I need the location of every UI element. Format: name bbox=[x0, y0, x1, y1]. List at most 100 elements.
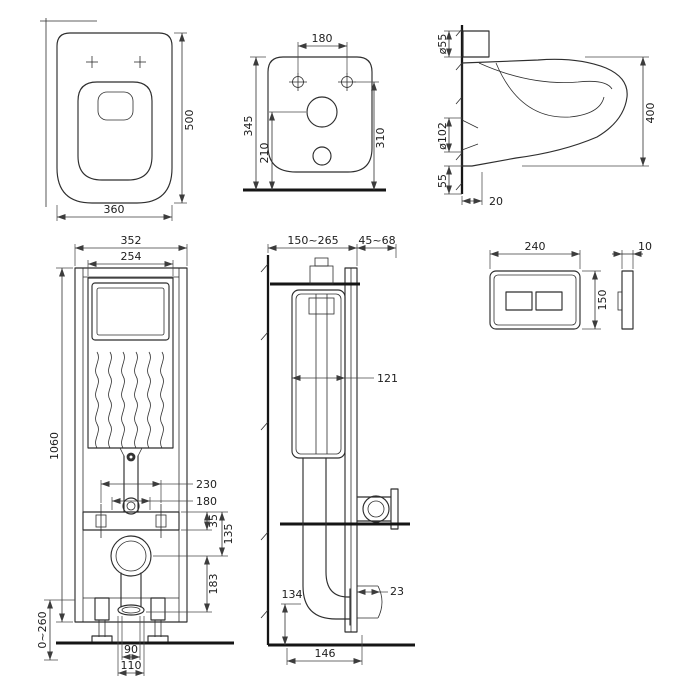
flush-plate-inner bbox=[493, 274, 577, 326]
outlet-connector bbox=[356, 488, 399, 530]
dim-outlet-height: 134 bbox=[281, 588, 303, 645]
foot-left bbox=[91, 597, 113, 644]
dim-label-hole-spacing: 180 bbox=[312, 32, 333, 45]
dim-rail-height: 35 bbox=[181, 511, 228, 531]
dim-label-rail-height: 35 bbox=[207, 514, 220, 528]
view-flush-plate: 240 150 10 bbox=[489, 240, 652, 330]
dim-label-plate-height: 150 bbox=[596, 290, 609, 311]
dim-drain-to-floor: 183 bbox=[146, 556, 220, 613]
dim-label-pipe-90: 90 bbox=[124, 643, 138, 656]
dim-inlet-dia: ø55 bbox=[436, 30, 462, 58]
dim-label-outlet-110: 110 bbox=[121, 659, 142, 672]
dim-base-depth: 146 bbox=[286, 635, 363, 665]
dim-label-clearance: 55 bbox=[436, 174, 449, 188]
dim-offset: 20 bbox=[461, 172, 503, 208]
dim-stub-23: 23 bbox=[357, 585, 404, 598]
dim-label-foot-range: 0~260 bbox=[36, 611, 49, 648]
flush-plate-side-view bbox=[617, 270, 634, 330]
threaded-rod-right bbox=[155, 504, 167, 538]
threaded-rod-left bbox=[95, 504, 107, 538]
fill-valve-fittings bbox=[309, 257, 334, 285]
fixing-hole-left bbox=[289, 73, 307, 91]
dim-label-back-total-height: 345 bbox=[242, 116, 255, 137]
fixing-hole-right bbox=[338, 73, 356, 91]
bowl-back-outline bbox=[267, 56, 373, 173]
dim-pipe-90: 90 bbox=[121, 616, 141, 660]
dim-outlet-110: 110 bbox=[117, 616, 145, 676]
dim-label-valve-height: 210 bbox=[258, 143, 271, 164]
inlet-connector-box bbox=[462, 30, 490, 58]
bowl-body-outline bbox=[56, 32, 173, 204]
dim-label-depth-range: 150~265 bbox=[287, 234, 338, 247]
bowl-rim-inner bbox=[77, 81, 153, 181]
dim-valve-height: 210 bbox=[258, 111, 306, 190]
dim-label-frame-width: 352 bbox=[121, 234, 142, 247]
dim-label-side-height: 400 bbox=[644, 103, 657, 124]
dim-clearance: 55 bbox=[436, 165, 462, 195]
dim-bolt-spacing: 180 bbox=[111, 495, 217, 510]
wall-hatching-side bbox=[260, 263, 269, 619]
insulation-waves bbox=[95, 351, 164, 449]
bowl-cavity-line bbox=[495, 62, 605, 118]
insulation-panel bbox=[87, 277, 174, 449]
outlet-channel-lines bbox=[461, 119, 479, 151]
dim-label-drain-to-floor: 183 bbox=[207, 574, 220, 595]
dim-finish-range: 45~68 bbox=[357, 234, 397, 258]
dim-label-stub-23: 23 bbox=[390, 585, 404, 598]
dim-holes-height: 310 bbox=[354, 81, 387, 190]
dim-hole-spacing: 180 bbox=[297, 32, 348, 74]
access-window-inner bbox=[96, 287, 165, 336]
dim-bowl-width: 360 bbox=[56, 203, 173, 221]
dim-rod-spacing: 230 bbox=[100, 478, 217, 503]
mounting-cross-marks bbox=[86, 56, 146, 68]
rim-inner-line bbox=[478, 62, 613, 90]
dim-cistern-depth: 121 bbox=[292, 372, 398, 385]
access-window-outer bbox=[91, 282, 170, 341]
view-frame-front: 352 254 1060 230 180 bbox=[36, 234, 235, 676]
pipe-clamp-inner bbox=[126, 501, 136, 511]
cistern-profile bbox=[291, 289, 346, 459]
flush-plate-outline bbox=[489, 270, 581, 330]
dim-bowl-height: 500 bbox=[174, 32, 196, 204]
dim-outlet-dia: ø102 bbox=[436, 117, 462, 153]
drain-socket-inner bbox=[115, 540, 147, 572]
dim-back-total-height: 345 bbox=[242, 56, 266, 190]
flush-button-large bbox=[505, 291, 533, 311]
dim-label-finish-range: 45~68 bbox=[358, 234, 395, 247]
drain-socket bbox=[110, 535, 152, 577]
outlet-hole bbox=[312, 146, 332, 166]
view-bowl-side: ø55 ø102 55 400 20 bbox=[436, 25, 657, 208]
water-inlet-hole bbox=[306, 96, 338, 128]
dim-frame-width: 352 bbox=[74, 234, 188, 266]
dim-label-plate-width: 240 bbox=[525, 240, 546, 253]
bowl-side-profile bbox=[461, 58, 628, 167]
flush-button-small bbox=[535, 291, 563, 311]
cistern-internals bbox=[308, 294, 335, 454]
dim-label-inlet-dia: ø55 bbox=[436, 34, 449, 55]
dim-label-bolt-spacing: 180 bbox=[196, 495, 217, 508]
brand-logo-icon bbox=[126, 452, 136, 462]
dim-label-outlet-dia: ø102 bbox=[436, 122, 449, 150]
dim-plate-thickness: 10 bbox=[612, 240, 652, 269]
dim-label-rod-spacing: 230 bbox=[196, 478, 217, 491]
dim-label-panel-width: 254 bbox=[121, 250, 142, 263]
dim-label-bowl-width: 360 bbox=[104, 203, 125, 216]
dim-label-rail-to-drain: 135 bbox=[222, 524, 235, 545]
flush-opening bbox=[97, 91, 134, 121]
dim-label-outlet-height: 134 bbox=[282, 588, 303, 601]
dim-label-cistern-depth: 121 bbox=[377, 372, 398, 385]
view-frame-side: 150~265 45~68 121 134 23 146 bbox=[260, 234, 415, 665]
frame-outline bbox=[74, 267, 188, 623]
dim-panel-width: 254 bbox=[87, 250, 174, 276]
dim-label-offset: 20 bbox=[489, 195, 503, 208]
wall-hatching bbox=[455, 28, 463, 191]
dim-side-height: 400 bbox=[522, 56, 657, 167]
outlet-stub bbox=[357, 585, 383, 619]
drain-pipe-down bbox=[117, 572, 145, 616]
mounting-rail bbox=[82, 511, 180, 531]
foot-right bbox=[147, 597, 169, 644]
view-bowl-front: 500 360 bbox=[40, 18, 196, 221]
dim-label-base-depth: 146 bbox=[315, 647, 336, 660]
